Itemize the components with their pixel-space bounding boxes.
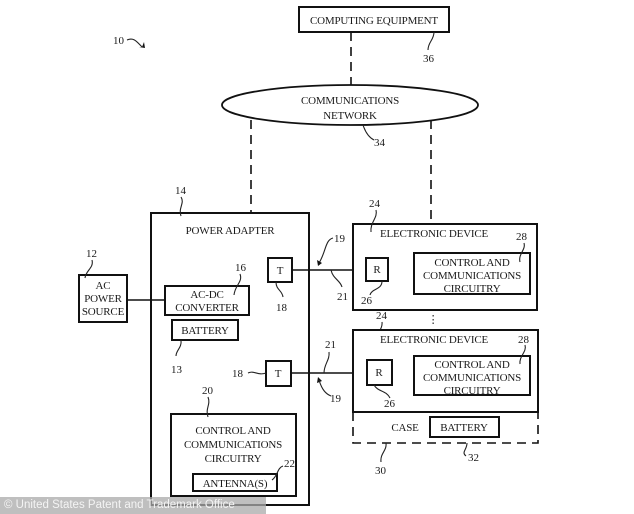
ref-10-leader — [126, 38, 143, 48]
ref-18-bottom: 18 — [232, 368, 244, 380]
adapter-control-line3: CIRCUITRY — [205, 453, 262, 465]
case-battery-label: BATTERY — [440, 422, 488, 434]
ref-32-leader — [463, 442, 468, 457]
ref-20: 20 — [202, 385, 214, 397]
device-top-control-line2: COMMUNICATIONS — [423, 270, 521, 282]
adapter-control-line2: COMMUNICATIONS — [184, 439, 282, 451]
antenna-box — [192, 473, 278, 492]
receiver-top-box — [365, 257, 389, 282]
ref-24-bottom: 24 — [376, 310, 388, 322]
ref-19-bottom-leader — [318, 379, 332, 397]
ref-26-top-leader — [369, 280, 383, 296]
ac-source-line1: AC — [96, 280, 111, 292]
more-devices-ellipsis: ⋮ — [428, 314, 439, 326]
adapter-control-line1: CONTROL AND — [195, 425, 271, 437]
ac-source-line3: SOURCE — [82, 306, 125, 318]
ref-19-top-arrow-icon — [317, 260, 322, 266]
case-battery-box — [429, 416, 500, 438]
ref-12: 12 — [86, 248, 97, 260]
ref-18-top-leader — [275, 281, 284, 298]
ref-21-bottom-leader — [323, 351, 330, 374]
receiver-bottom-box — [366, 359, 393, 386]
converter-line2: CONVERTER — [175, 302, 239, 314]
power-adapter-label: POWER ADAPTER — [186, 225, 276, 237]
ref-14-leader — [179, 196, 183, 217]
ref-36: 36 — [423, 53, 435, 65]
device-bottom-control-line2: COMMUNICATIONS — [423, 372, 521, 384]
ref-24-top-leader — [370, 209, 377, 233]
ref-21-top: 21 — [337, 291, 348, 303]
ac-power-source-box — [78, 274, 128, 323]
ref-22: 22 — [284, 458, 295, 470]
ref-26-bottom: 26 — [384, 398, 396, 410]
device-top-control-line1: CONTROL AND — [434, 257, 510, 269]
device-top-label: ELECTRONIC DEVICE — [380, 228, 489, 240]
ref-32: 32 — [468, 452, 479, 464]
ref-13: 13 — [171, 364, 183, 376]
ref-24-top: 24 — [369, 198, 381, 210]
ref-26-bottom-leader — [373, 384, 391, 399]
device-bottom-label: ELECTRONIC DEVICE — [380, 334, 489, 346]
ref-34-leader — [362, 124, 375, 141]
ref-10-arrow-icon — [139, 42, 145, 48]
ref-19-top: 19 — [334, 233, 346, 245]
computing-equipment-label: COMPUTING EQUIPMENT — [310, 15, 438, 27]
case-outline — [352, 412, 539, 444]
antenna-label: ANTENNA(S) — [203, 478, 268, 490]
transmitter-bottom-label: T — [275, 368, 282, 380]
ref-34: 34 — [374, 137, 386, 149]
ref-28-bottom-leader — [519, 344, 526, 365]
network-label-line2: NETWORK — [323, 110, 377, 122]
ref-10: 10 — [113, 35, 125, 47]
ref-30: 30 — [375, 465, 387, 477]
device-top-control-line3: CIRCUITRY — [444, 283, 501, 295]
device-bottom-control-box — [413, 355, 531, 396]
ref-21-top-leader — [330, 269, 343, 288]
ref-16-leader — [233, 273, 242, 296]
ref-28-top: 28 — [516, 231, 528, 243]
device-top-control-box — [413, 252, 531, 295]
case-label: CASE — [391, 422, 419, 434]
ac-source-line2: POWER — [84, 293, 122, 305]
ref-20-leader — [206, 396, 210, 418]
ref-19-bottom: 19 — [330, 393, 342, 405]
device-bottom-control-line3: CIRCUITRY — [444, 385, 501, 397]
ref-16: 16 — [235, 262, 247, 274]
ref-28-top-leader — [519, 242, 525, 263]
receiver-bottom-label: R — [375, 367, 383, 379]
ref-28-bottom: 28 — [518, 334, 530, 346]
transmitter-top-label: T — [277, 265, 284, 277]
ref-14: 14 — [175, 185, 187, 197]
device-bottom-control-line1: CONTROL AND — [434, 359, 510, 371]
ref-21-bottom: 21 — [325, 339, 336, 351]
adapter-battery-box — [171, 319, 239, 341]
ref-26-top: 26 — [361, 295, 373, 307]
ref-18-bottom-leader — [247, 371, 267, 375]
ref-12-leader — [84, 259, 93, 279]
converter-line1: AC-DC — [190, 289, 223, 301]
ref-22-leader — [271, 465, 284, 481]
ref-36-leader — [427, 31, 435, 51]
computing-equipment-box — [298, 6, 450, 33]
network-label-line1: COMMUNICATIONS — [301, 95, 399, 107]
adapter-battery-label: BATTERY — [181, 325, 229, 337]
copyright-watermark: © United States Patent and Trademark Off… — [0, 497, 266, 514]
receiver-top-label: R — [373, 264, 381, 276]
communications-network-ellipse — [221, 84, 479, 126]
ref-30-leader — [380, 442, 387, 463]
ref-13-leader — [175, 339, 182, 357]
ref-19-top-leader — [318, 237, 334, 264]
transmitter-top-box — [267, 257, 293, 283]
ref-18-top: 18 — [276, 302, 288, 314]
